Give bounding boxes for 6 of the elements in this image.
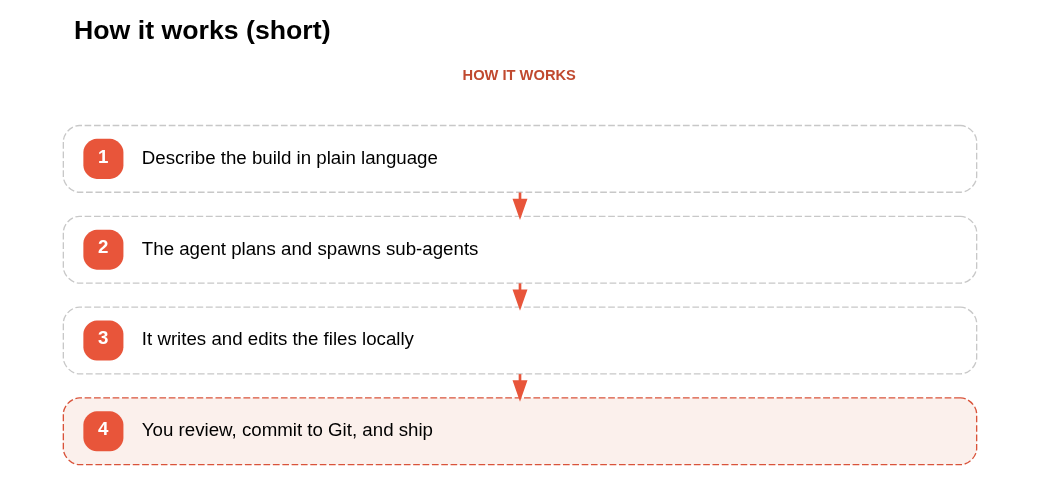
node-box: 1 Describe the build in plain language xyxy=(62,124,978,193)
node-box: 2 The agent plans and spawns sub-agents xyxy=(62,215,978,284)
node-box: 4 You review, commit to Git, and ship xyxy=(62,397,978,466)
node-box: 3 It writes and edits the files locally xyxy=(62,306,978,375)
label: HOW IT WORKS xyxy=(462,66,576,83)
diagram-title: How it works (short) xyxy=(74,14,331,45)
